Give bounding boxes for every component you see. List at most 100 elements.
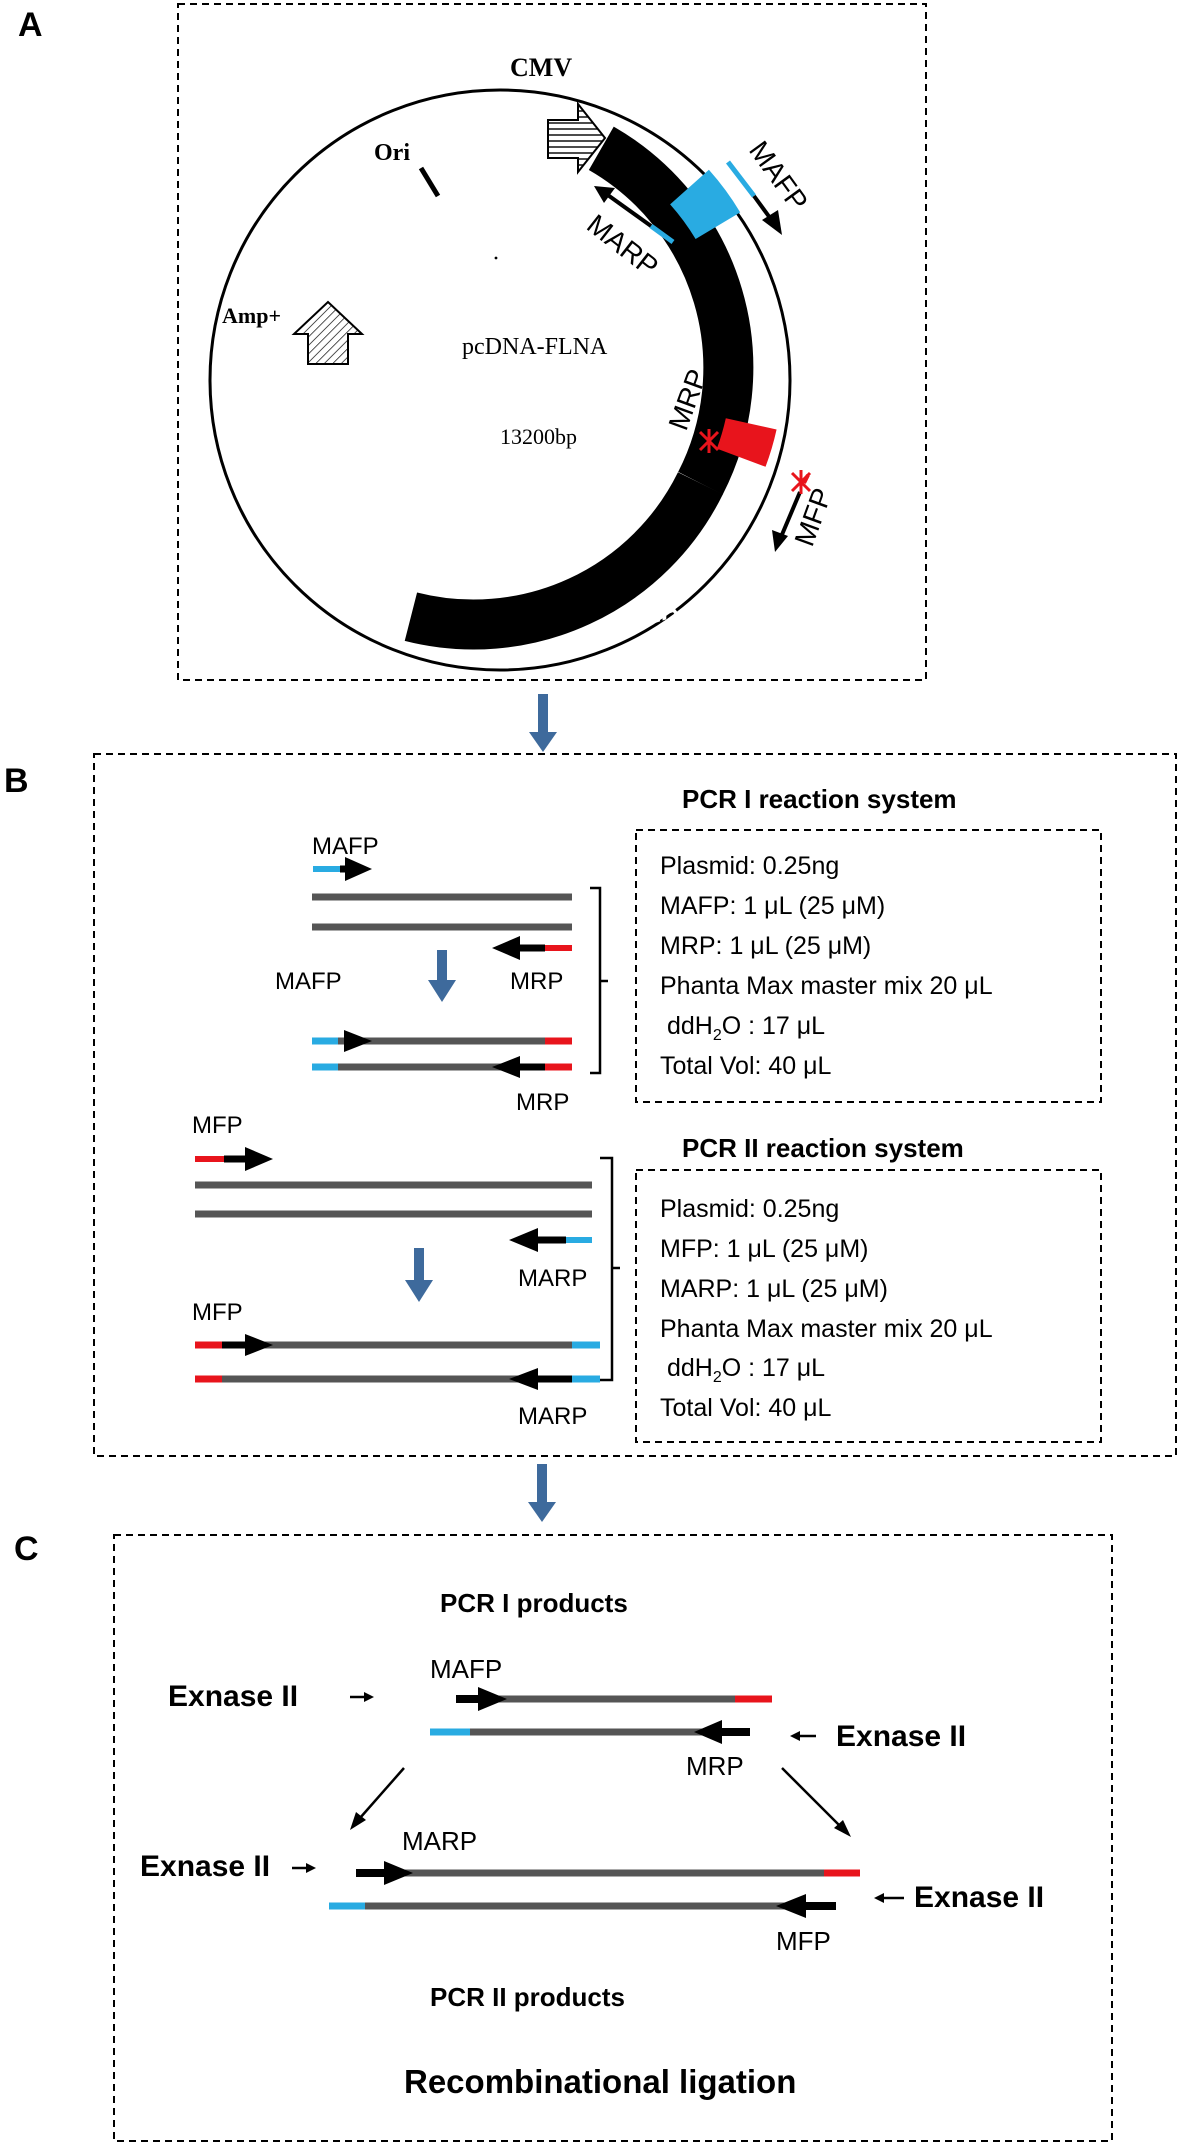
marp-tag <box>649 223 675 245</box>
exnase-4-arrowhead <box>874 1893 884 1903</box>
center-dot <box>494 256 498 260</box>
exnase-2-arrowhead <box>790 1731 800 1741</box>
pcr2-rev-label: MARP <box>518 1265 587 1292</box>
c-pcr1-bottom-arrowhead <box>694 1720 722 1744</box>
c-pcr2-top-arrowhead <box>384 1861 413 1885</box>
mafp-label-a: MAFP <box>743 135 814 216</box>
pcr2-line-total: Total Vol: 40 μL <box>660 1394 832 1422</box>
diag-arrow-left-head <box>350 1812 366 1830</box>
pcr2-line-plasmid: Plasmid: 0.25ng <box>660 1195 839 1223</box>
pcr1-line-water: ddH2O : 17 μL <box>660 1012 825 1044</box>
red-band <box>716 417 777 467</box>
pcr1-line-rev: MRP: 1 μL (25 μM) <box>660 932 871 960</box>
pcr2-rev-arrowhead <box>509 1228 538 1252</box>
pcr1-reaction-box <box>635 829 1102 1103</box>
c-mfp-label: MFP <box>776 1926 831 1956</box>
flna-insert-bottom <box>404 471 723 650</box>
pcr2-line-rev: MARP: 1 μL (25 μM) <box>660 1275 888 1303</box>
cmv-promoter-arrow <box>547 101 607 175</box>
exnase-1-arrowhead <box>364 1692 374 1702</box>
pcr1-rev-arrowhead <box>492 936 520 960</box>
mfp-mutation-star <box>790 470 812 494</box>
diag-arrow-right-head <box>834 1820 851 1837</box>
pcr2-line-fwd: MFP: 1 μL (25 μM) <box>660 1235 868 1263</box>
pcr2-flow-arrow-shaft <box>414 1248 424 1282</box>
pcr1-line-fwd: MAFP: 1 μL (25 μM) <box>660 892 885 920</box>
mfp-arrowhead <box>772 530 788 552</box>
panel-b: B MAFP MRP MAFP MRP <box>4 753 1177 1457</box>
cmv-label: CMV <box>510 53 572 82</box>
pcr1-line-plasmid: Plasmid: 0.25ng <box>660 852 839 880</box>
flna-insert-right <box>588 126 754 495</box>
mfp-shaft <box>779 491 802 538</box>
panel-c-frame <box>113 1534 1113 2142</box>
pcr2-bracket <box>600 1156 614 1382</box>
exnase-label-4: Exnase II <box>914 1881 1044 1914</box>
pcr2-prod-top-arrowhead <box>245 1334 273 1356</box>
pcr1-fwd-label-2: MAFP <box>275 968 342 995</box>
ori-marker <box>418 166 441 198</box>
pcr2-fwd-label-2: MFP <box>192 1299 243 1326</box>
c-mafp-label: MAFP <box>430 1654 502 1684</box>
mrp-shaft <box>710 370 747 438</box>
pcr1-fwd-label: MAFP <box>312 833 379 860</box>
pcr1-rev-label: MRP <box>510 968 563 995</box>
amp-resistance-arrow <box>291 300 365 365</box>
pcr1-bracket <box>590 886 602 1075</box>
pcr2-fwd-arrowhead <box>245 1147 273 1171</box>
ori-label: Ori <box>374 140 410 166</box>
pcr1-products-title: PCR I products <box>440 1588 628 1618</box>
panel-a: A Ori CMV Amp+ pcDNA-FLNA 13200bp FLNA M… <box>18 3 927 681</box>
panel-b-frame <box>93 753 1177 1457</box>
pcr2-title: PCR II reaction system <box>682 1133 964 1163</box>
pcr2-flow-arrowhead <box>405 1280 433 1302</box>
blue-band <box>669 169 741 240</box>
recombinational-ligation-label: Recombinational ligation <box>404 2063 796 2100</box>
plasmid-name: pcDNA-FLNA <box>462 334 608 360</box>
flow-arrow-ab <box>529 694 557 752</box>
panel-c: C PCR I products Exnase II MAFP MRP Exna… <box>14 1530 1113 2142</box>
pcr1-prod-top-arrowhead <box>344 1030 372 1052</box>
pcr2-products-title: PCR II products <box>430 1982 625 2012</box>
flow-arrow-bc <box>528 1464 556 1522</box>
pcr2-diagram: MFP MARP MFP MARP <box>192 1112 620 1430</box>
exnase-3-arrowhead <box>306 1863 316 1873</box>
c-pcr1-top-arrowhead <box>478 1687 507 1711</box>
plasmid-circle <box>208 88 792 672</box>
panel-c-letter: C <box>14 1530 39 1568</box>
mrp-arrowhead <box>737 359 752 381</box>
pcr1-line-total: Total Vol: 40 μL <box>660 1052 832 1080</box>
pcr2-fwd-label: MFP <box>192 1112 243 1139</box>
diag-arrow-right-shaft <box>781 1767 841 1827</box>
pcr1-title: PCR I reaction system <box>682 784 957 814</box>
exnase-label-2: Exnase II <box>836 1720 966 1753</box>
pcr2-prod-bottom-arrowhead <box>509 1368 538 1390</box>
mfp-label-a: MFP <box>789 484 838 550</box>
pcr1-fwd-arrowhead <box>345 857 372 881</box>
plasmid-size: 13200bp <box>500 424 577 449</box>
exnase-label-3: Exnase II <box>140 1850 270 1883</box>
c-pcr2-bottom-arrowhead <box>776 1894 806 1918</box>
panel-a-letter: A <box>18 6 43 44</box>
pcr2-line-mastermix: Phanta Max master mix 20 μL <box>660 1315 993 1343</box>
panel-a-frame <box>177 3 927 681</box>
pcr1-rev-label-2: MRP <box>516 1089 569 1116</box>
pcr1-line-mastermix: Phanta Max master mix 20 μL <box>660 972 993 1000</box>
pcr2-reaction-box <box>635 1169 1102 1443</box>
marp-shaft <box>603 191 653 228</box>
exnase-label-1: Exnase II <box>168 1680 298 1713</box>
mrp-mutation-star <box>698 429 720 453</box>
pcr2-line-water: ddH2O : 17 μL <box>660 1354 825 1386</box>
pcr1-flow-arrowhead <box>428 980 456 1002</box>
c-marp-label: MARP <box>402 1826 477 1856</box>
pcr1-diagram: MAFP MRP MAFP MRP <box>275 833 608 1116</box>
pcr1-flow-arrow-shaft <box>437 950 447 982</box>
c-mrp-label: MRP <box>686 1751 744 1781</box>
pcr1-prod-bottom-arrowhead <box>492 1056 520 1078</box>
amp-label: Amp+ <box>222 303 281 328</box>
mafp-arrowhead <box>762 210 782 235</box>
panel-b-letter: B <box>4 762 29 800</box>
pcr2-rev-label-2: MARP <box>518 1403 587 1430</box>
mafp-tag <box>726 160 756 198</box>
